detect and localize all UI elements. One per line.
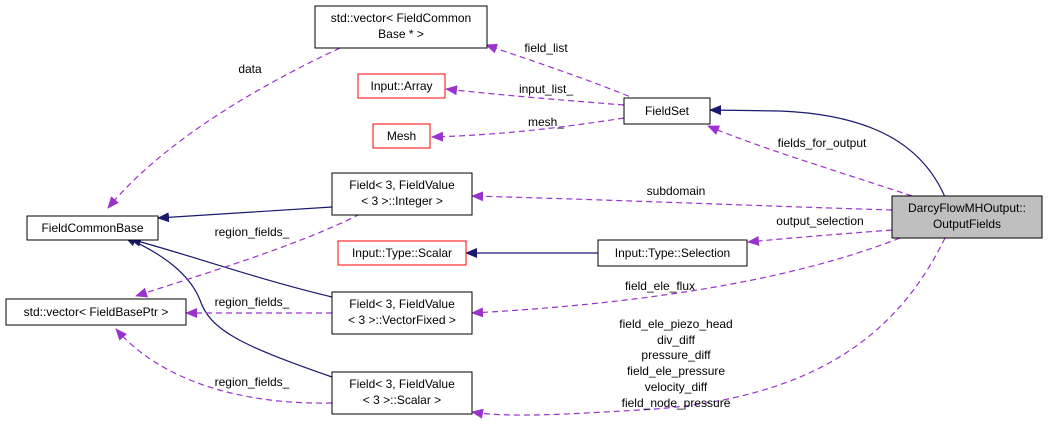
edge-label-mesh: mesh_: [528, 115, 564, 129]
edge-label-velocity-diff: velocity_diff: [645, 380, 708, 394]
edge-fieldset-to-mesh: [431, 117, 625, 142]
edge-field-scalar-to-vector-fbp: [115, 328, 333, 404]
edge-darcy-to-field-vectorfixed: [471, 237, 901, 318]
edge-label-region-fields-3: region_fields_: [215, 375, 290, 389]
edge-label-pressure-diff: pressure_diff: [641, 348, 711, 362]
node-darcy-output-fields-line1: DarcyFlowMHOutput::: [908, 201, 1026, 215]
edge-label-input-list: input_list_: [519, 82, 573, 96]
edges: [107, 43, 951, 419]
edge-darcy-to-fieldset: [709, 105, 951, 211]
node-fieldset[interactable]: FieldSet: [623, 97, 711, 125]
edge-label-field-ele-piezo-head: field_ele_piezo_head: [619, 317, 732, 331]
node-field-vectorfixed-line1: Field< 3, FieldValue: [349, 297, 455, 311]
edge-vector-fcb-to-fieldcommonbase: [107, 47, 341, 209]
node-input-type-scalar-label: Input::Type::Scalar: [352, 246, 452, 260]
node-field-scalar[interactable]: Field< 3, FieldValue < 3 >::Scalar >: [331, 371, 473, 415]
node-fieldcommonbase-label: FieldCommonBase: [41, 221, 143, 235]
edge-label-field-node-pressure: field_node_pressure: [622, 396, 731, 410]
edge-field-integer-to-fieldcommonbase: [157, 206, 333, 223]
node-vector-fieldcommonbase-line2: Base * >: [378, 27, 424, 41]
edge-fieldset-to-input-array: [445, 85, 625, 106]
node-mesh[interactable]: Mesh: [372, 123, 431, 149]
node-field-scalar-line2: < 3 >::Scalar >: [363, 393, 441, 407]
node-input-type-selection[interactable]: Input::Type::Selection: [597, 239, 748, 267]
node-fieldcommonbase[interactable]: FieldCommonBase: [26, 215, 159, 241]
node-input-array-label: Input::Array: [370, 79, 432, 93]
node-field-integer-line2: < 3 >::Integer >: [361, 194, 443, 208]
edge-label-field-ele-flux: field_ele_flux: [625, 279, 695, 293]
edge-label-field-list: field_list: [524, 41, 568, 55]
node-vector-fieldcommonbase-line1: std::vector< FieldCommon: [331, 11, 471, 25]
edge-label-fields-for-output: fields_for_output: [778, 136, 867, 150]
edge-field-scalar-to-fieldcommonbase: [124, 236, 333, 378]
node-fieldset-label: FieldSet: [645, 104, 690, 118]
edge-field-integer-to-vector-fbp: [135, 213, 361, 298]
edge-darcy-to-selection: [747, 229, 893, 246]
edge-labels: data field_list input_list_ mesh_ fields…: [215, 41, 867, 410]
node-input-type-scalar[interactable]: Input::Type::Scalar: [337, 240, 467, 266]
node-field-integer[interactable]: Field< 3, FieldValue < 3 >::Integer >: [331, 172, 473, 216]
edge-label-scalar-fields: field_ele_piezo_head div_diff pressure_d…: [619, 317, 732, 410]
edge-label-data: data: [238, 62, 262, 76]
node-input-array[interactable]: Input::Array: [357, 73, 446, 99]
node-vector-fieldcommonbase[interactable]: std::vector< FieldCommon Base * >: [314, 5, 488, 49]
node-mesh-label: Mesh: [387, 129, 416, 143]
nodes: std::vector< FieldCommon Base * > Input:…: [5, 5, 1043, 415]
node-vector-fieldbaseptr-label: std::vector< FieldBasePtr >: [24, 305, 169, 319]
node-field-vectorfixed[interactable]: Field< 3, FieldValue < 3 >::VectorFixed …: [331, 291, 473, 335]
node-darcy-output-fields-line2: OutputFields: [933, 217, 1001, 231]
edge-label-subdomain: subdomain: [647, 184, 706, 198]
node-vector-fieldbaseptr[interactable]: std::vector< FieldBasePtr >: [5, 298, 187, 326]
edge-label-div-diff: div_diff: [657, 333, 695, 347]
edge-label-field-ele-pressure: field_ele_pressure: [627, 364, 725, 378]
node-input-type-selection-label: Input::Type::Selection: [615, 246, 730, 260]
edge-field-vectorfixed-to-fieldcommonbase: [129, 237, 333, 298]
edge-fieldset-to-vector-fcb: [485, 43, 639, 101]
node-darcy-output-fields[interactable]: DarcyFlowMHOutput:: OutputFields: [891, 195, 1043, 239]
edge-darcy-to-field-integer: [471, 191, 893, 211]
edge-darcy-to-fieldset-fields-for-output: [707, 125, 913, 197]
edge-label-region-fields-2: region_fields_: [215, 295, 290, 309]
edge-label-output-selection: output_selection: [776, 214, 863, 228]
node-field-integer-line1: Field< 3, FieldValue: [349, 178, 455, 192]
edge-label-region-fields-1: region_fields_: [215, 225, 290, 239]
edge-darcy-to-field-scalar: [471, 237, 946, 419]
node-field-scalar-line1: Field< 3, FieldValue: [349, 377, 455, 391]
node-field-vectorfixed-line2: < 3 >::VectorFixed >: [348, 313, 456, 327]
